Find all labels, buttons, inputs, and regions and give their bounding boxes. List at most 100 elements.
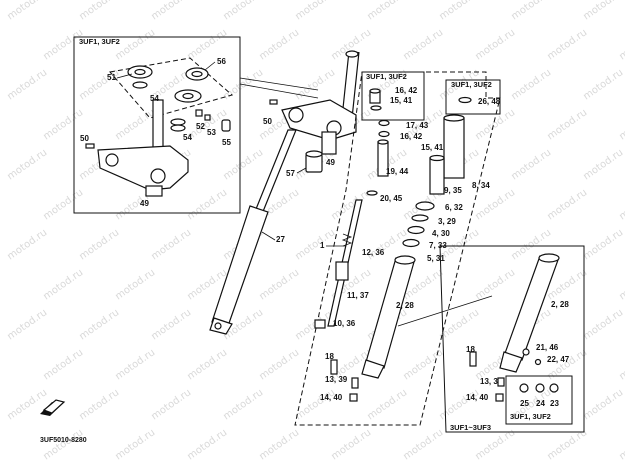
callout-7-33: 7, 33 [429, 241, 447, 250]
watermark-text: motod.ru [617, 187, 625, 222]
leader-51 [116, 73, 133, 79]
cap-bolt-16-top [369, 88, 381, 94]
watermark-text: motod.ru [617, 267, 625, 302]
watermark-text: motod.ru [401, 427, 445, 462]
watermark-text: motod.ru [149, 227, 193, 262]
callout-20-45: 20, 45 [380, 194, 403, 203]
watermark-text: motod.ru [581, 387, 625, 422]
callout-8-34: 8, 34 [472, 181, 490, 190]
front-indicator [40, 399, 66, 416]
right-outer-tube-top [538, 253, 560, 263]
watermark-text: motod.ru [221, 147, 265, 182]
pinch-bolt-50-right [269, 99, 278, 105]
rebound-spring [341, 233, 353, 247]
part-24 [535, 383, 545, 393]
callout-25: 25 [520, 399, 529, 408]
callout-15-41-b: 15, 41 [421, 143, 444, 152]
ring-17 [378, 119, 390, 127]
callout-14-40-a: 14, 40 [320, 393, 343, 402]
diagram-code: 3UF5010-8280 [40, 437, 87, 444]
outer-connector-line [397, 295, 493, 327]
upper-stem [342, 50, 360, 114]
watermark-text: motod.ru [5, 387, 49, 422]
watermark-text: motod.ru [257, 267, 301, 302]
inner-top-box [361, 71, 425, 121]
bolt-14-b [495, 393, 504, 402]
watermark-text: motod.ru [41, 107, 85, 142]
callout-55: 55 [222, 138, 231, 147]
oil-seal-6 [415, 201, 435, 211]
oil-lock-piece [314, 319, 326, 329]
leader-56 [204, 61, 216, 71]
callout-51: 51 [107, 73, 116, 82]
damper-top-box-header: 3UF1, 3UF2 [451, 80, 492, 89]
callout-54-upper: 54 [150, 94, 159, 103]
leader-57 [296, 167, 307, 174]
damper-sleeve [429, 157, 445, 195]
callout-50-right: 50 [263, 117, 272, 126]
crown-inner-dash [109, 57, 234, 119]
outer-box-frame [439, 245, 585, 433]
centre-axle-lug [361, 359, 385, 379]
internals-dash-frame [294, 71, 501, 426]
right-axle-lug [499, 351, 523, 373]
callout-52: 52 [196, 122, 205, 131]
watermark-text: motod.ru [41, 267, 85, 302]
watermark-text: motod.ru [509, 67, 553, 102]
watermark-text: motod.ru [77, 387, 121, 422]
watermark-layer: motod.ru motod.ru motod.ru motod.ru motod.ru… [5, 0, 625, 462]
callout-1: 1 [320, 241, 325, 250]
cap-55 [221, 119, 231, 132]
crown-box-frame [73, 36, 241, 214]
watermark-text: motod.ru [473, 27, 517, 62]
plug-21 [522, 348, 530, 356]
watermark-text: motod.ru [473, 187, 517, 222]
watermark-text: motod.ru [473, 267, 517, 302]
bearing-cone-right-hole [191, 70, 203, 78]
part-23 [549, 383, 559, 393]
watermark-text: motod.ru [509, 147, 553, 182]
upper-stem-cap [345, 50, 359, 58]
callout-11-37: 11, 37 [347, 291, 369, 300]
callout-53: 53 [207, 128, 216, 137]
damper-top-box [445, 79, 501, 115]
washer-4 [407, 225, 425, 235]
watermark-text: motod.ru [545, 347, 589, 382]
callout-17-43: 17, 43 [406, 121, 429, 130]
bushing-7 [402, 238, 420, 248]
left-fork-assembly: 27 [209, 129, 297, 335]
watermark-text: motod.ru [41, 427, 85, 462]
leader-27 [261, 231, 276, 241]
seal-ring-b [170, 118, 186, 126]
callout-18-a: 18 [325, 352, 334, 361]
part-25 [519, 383, 529, 393]
axle-parts-box-header: 3UF1, 3UF2 [510, 412, 551, 421]
callout-4-30: 4, 30 [432, 229, 450, 238]
damper-piston [335, 261, 349, 281]
inner-top-box-header: 3UF1, 3UF2 [366, 72, 407, 81]
washer-20 [366, 190, 378, 196]
small-nut-53 [204, 114, 211, 121]
callout-54-lower: 54 [183, 133, 192, 142]
centre-outer-tube-top [394, 255, 416, 265]
watermark-text: motod.ru [581, 147, 625, 182]
watermark-text: motod.ru [113, 267, 157, 302]
watermark-text: motod.ru [581, 0, 625, 22]
callout-2-28-b: 2, 28 [551, 300, 569, 309]
watermark-text: motod.ru [5, 227, 49, 262]
crown-box-header: 3UF1, 3UF2 [79, 37, 120, 46]
callout-10-36: 10, 36 [333, 319, 356, 328]
callout-9-35: 9, 35 [444, 186, 462, 195]
lower-bracket-boss [145, 185, 163, 197]
watermark-text: motod.ru [437, 0, 481, 22]
callout-16-42-b: 16, 42 [400, 132, 423, 141]
callout-50-left: 50 [80, 134, 89, 143]
watermark-text: motod.ru [329, 427, 373, 462]
seal-ring-c [170, 124, 186, 132]
watermark-text: motod.ru [581, 227, 625, 262]
drain-bolt-18-b [469, 351, 477, 367]
crown-connector-top [239, 77, 319, 91]
crown-detail-box: 3UF1, 3UF2 51 56 54 52 53 54 55 50 [73, 36, 241, 214]
pinch-bolt-50 [85, 143, 95, 149]
